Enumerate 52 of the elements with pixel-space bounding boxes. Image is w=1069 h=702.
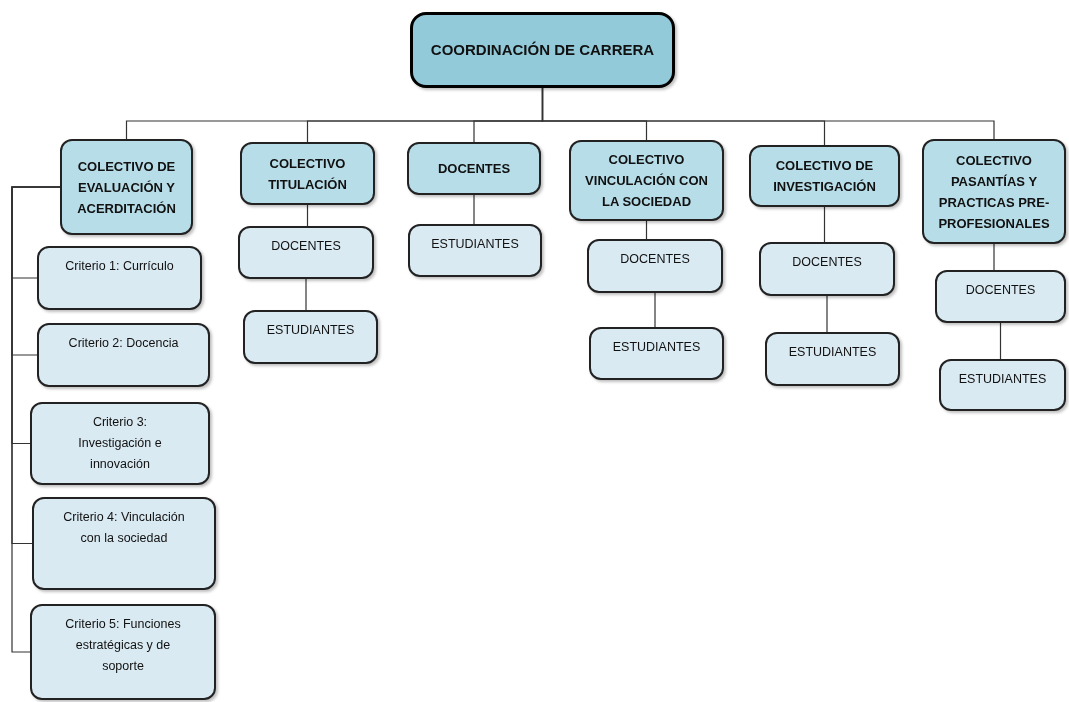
connector-line xyxy=(11,186,61,653)
member-box xyxy=(935,270,1066,323)
box-label: Criterio 5: Funciones estratégicas y de soporte xyxy=(64,616,182,675)
member-box xyxy=(238,226,374,279)
connector-line xyxy=(654,292,656,328)
box-label: COLECTIVO VINCULACIÓN CON LA SOCIEDAD xyxy=(584,151,709,211)
root-box xyxy=(410,12,675,88)
box-label: Criterio 3: Investigación e innovación xyxy=(77,414,163,473)
member-box xyxy=(589,327,724,380)
member-box xyxy=(30,604,216,700)
box-label: ESTUDIANTES xyxy=(958,371,1047,388)
group-box xyxy=(407,142,541,195)
box-label: DOCENTES xyxy=(792,254,862,271)
member-box xyxy=(32,497,216,590)
member-box xyxy=(587,239,723,293)
member-box xyxy=(37,246,202,310)
box-label: COORDINACIÓN DE CARRERA xyxy=(430,40,655,60)
box-label: DOCENTES xyxy=(437,160,511,178)
group-box xyxy=(749,145,900,207)
box-label: Criterio 4: Vinculación con la sociedad xyxy=(62,509,186,547)
connector-line xyxy=(541,87,995,140)
member-box xyxy=(765,332,900,386)
connector-line xyxy=(305,278,307,311)
member-box xyxy=(939,359,1066,411)
box-label: ESTUDIANTES xyxy=(788,344,877,361)
connector-line xyxy=(993,243,995,271)
box-label: ESTUDIANTES xyxy=(612,339,701,356)
box-label: DOCENTES xyxy=(620,251,690,268)
group-box xyxy=(60,139,193,235)
connector-line xyxy=(999,322,1002,360)
connector-line xyxy=(306,204,309,227)
box-label: DOCENTES xyxy=(965,282,1036,299)
box-label: COLECTIVO TITULACIÓN xyxy=(267,154,348,194)
member-box xyxy=(243,310,378,364)
connector-line xyxy=(473,194,475,225)
box-label: COLECTIVO DE INVESTIGACIÓN xyxy=(772,157,877,196)
box-label: Criterio 1: Currículo xyxy=(65,258,174,275)
group-box xyxy=(922,139,1066,244)
member-box xyxy=(37,323,210,387)
box-label: COLECTIVO DE EVALUACIÓN Y ACERDITACIÓN xyxy=(76,157,177,218)
member-box xyxy=(30,402,210,485)
box-label: ESTUDIANTES xyxy=(266,322,355,339)
member-box xyxy=(408,224,542,277)
group-box xyxy=(240,142,375,205)
box-label: COLECTIVO PASANTÍAS Y PRACTICAS PRE-PROFESIONALES xyxy=(937,151,1051,233)
member-box xyxy=(759,242,895,296)
group-box xyxy=(569,140,724,221)
box-label: ESTUDIANTES xyxy=(431,236,519,253)
box-label: DOCENTES xyxy=(271,238,341,255)
connector-line xyxy=(826,295,828,333)
box-label: Criterio 2: Docencia xyxy=(68,335,179,352)
connector-line xyxy=(823,206,826,243)
